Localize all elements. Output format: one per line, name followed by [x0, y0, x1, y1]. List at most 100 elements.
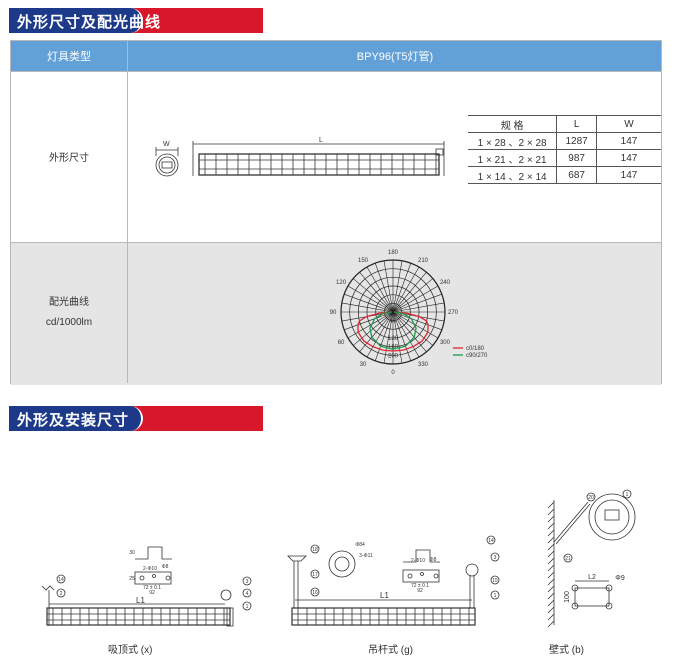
section-banner-dimensions: 外形尺寸及配光曲线 — [9, 8, 263, 33]
wall-mount-drawing: 20 1 21 L2 Φ9 100 — [547, 489, 636, 628]
series-curve-c0-180 — [357, 311, 429, 352]
polar-spoke — [352, 311, 394, 346]
dim-label: 2-Φ10 — [411, 558, 425, 564]
polar-spoke — [374, 311, 394, 361]
polar-spoke — [392, 311, 439, 339]
angle-tick-label: 120 — [336, 280, 347, 286]
header-model: BPY96(T5灯管) — [356, 51, 434, 63]
dim-label: Φ8 — [430, 557, 437, 563]
dim-label: 3-Φ11 — [359, 553, 373, 559]
dim-l-label: L — [319, 137, 323, 144]
callout: 1 — [494, 593, 497, 599]
dim-label: L2 — [588, 574, 596, 581]
spec-header: 规 格 — [468, 115, 557, 133]
callout: 15 — [492, 578, 498, 584]
radial-tick-label: 160 — [388, 345, 399, 351]
polar-spoke — [347, 311, 394, 339]
callout: 20 — [588, 495, 594, 501]
polar-spoke — [383, 311, 394, 364]
angle-tick-label: 300 — [440, 340, 451, 346]
row-label-dimensions: 外形尺寸 — [49, 153, 89, 164]
dim-label: 2-Φ10 — [143, 566, 157, 572]
dim-l1-label: L1 — [136, 596, 145, 605]
dim-label: 92 — [417, 588, 423, 594]
section-banner-installation: 外形及安装尺寸 — [9, 406, 263, 431]
angle-tick-label: 240 — [440, 280, 451, 286]
spec-cell: 1 × 21 、2 × 21 — [468, 149, 557, 167]
callout: 3 — [494, 555, 497, 561]
angle-tick-label: 270 — [448, 310, 459, 316]
polar-spoke — [392, 285, 439, 313]
callout: 17 — [312, 572, 318, 578]
dim-label: Φ8 — [162, 564, 169, 570]
callout: 4 — [246, 591, 249, 597]
dim-label: Φ84 — [355, 542, 365, 548]
row-label-light: 配光曲线 — [49, 297, 89, 308]
polar-spoke — [374, 263, 394, 313]
polar-spoke — [392, 311, 412, 361]
radial-tick-label: 120 — [388, 336, 399, 342]
polar-spoke — [392, 311, 442, 331]
callout: 14 — [488, 538, 494, 544]
polar-spoke — [352, 278, 394, 313]
legend-label: c0/180 — [466, 346, 485, 352]
row-light-distribution — [11, 242, 661, 385]
callout: 2 — [60, 591, 63, 597]
polar-spoke — [392, 311, 420, 358]
radial-tick-label: 200 — [388, 353, 399, 359]
section-title: 外形尺寸及配光曲线 — [17, 14, 162, 31]
callout: 21 — [565, 556, 571, 562]
polar-spoke — [344, 311, 394, 331]
dim-label: 30 — [129, 550, 135, 556]
polar-light-distribution-chart: 0306090120150180210240270300330401201602… — [330, 250, 488, 376]
spec-cell: 687 — [556, 166, 597, 184]
caption-wall-mount: 壁式 (b) — [549, 645, 584, 656]
series-curve-c90-270 — [369, 311, 417, 350]
angle-tick-label: 150 — [358, 258, 369, 264]
dim-label: 72 ± 0.1 — [411, 583, 429, 589]
polar-spoke — [344, 293, 394, 313]
caption-pendant-mount: 吊杆式 (g) — [368, 645, 413, 656]
polar-spoke — [347, 285, 394, 313]
polar-spoke — [366, 266, 394, 313]
spec-cell: 147 — [595, 166, 661, 184]
polar-spoke — [392, 271, 427, 313]
callout: 14 — [58, 577, 64, 583]
angle-tick-label: 0 — [391, 370, 395, 376]
polar-spoke — [392, 260, 403, 313]
polar-spoke — [392, 263, 412, 313]
angle-tick-label: 210 — [418, 258, 429, 264]
polar-spoke — [392, 311, 434, 346]
spec-cell: 1 × 28 、2 × 28 — [468, 132, 557, 150]
polar-spoke — [359, 271, 394, 313]
spec-table: 灯具类型 BPY96(T5灯管) 外形尺寸 配光曲线 cd/1000lm W L… — [10, 40, 662, 385]
dim-label: 92 — [149, 590, 155, 596]
spec-cell: 147 — [595, 149, 661, 167]
spec-cell: 1 × 14 、2 × 14 — [468, 166, 557, 184]
spec-header: L — [556, 115, 597, 133]
row-label-unit: cd/1000lm — [45, 317, 93, 328]
angle-tick-label: 30 — [360, 362, 367, 368]
dim-label: Φ9 — [615, 575, 625, 582]
callout: 18 — [312, 547, 318, 553]
angle-tick-label: 60 — [338, 340, 345, 346]
callout: 1 — [246, 604, 249, 610]
polar-spoke — [359, 311, 394, 353]
polar-spoke — [366, 311, 394, 358]
dim-label: 25 — [129, 576, 135, 582]
spec-cell: 987 — [556, 149, 597, 167]
angle-tick-label: 330 — [418, 362, 429, 368]
dim-l1-label: L1 — [380, 591, 389, 600]
polar-spoke — [392, 293, 442, 313]
header-lamp-type: 灯具类型 — [47, 51, 91, 63]
table-header: 灯具类型 BPY96(T5灯管) — [11, 41, 661, 71]
polar-spoke — [392, 266, 420, 313]
callout: 3 — [246, 579, 249, 585]
dim-label: 72 ± 0.1 — [143, 585, 161, 591]
polar-spoke — [383, 260, 394, 313]
spec-cell: 147 — [595, 132, 661, 150]
polar-spoke — [392, 278, 434, 313]
